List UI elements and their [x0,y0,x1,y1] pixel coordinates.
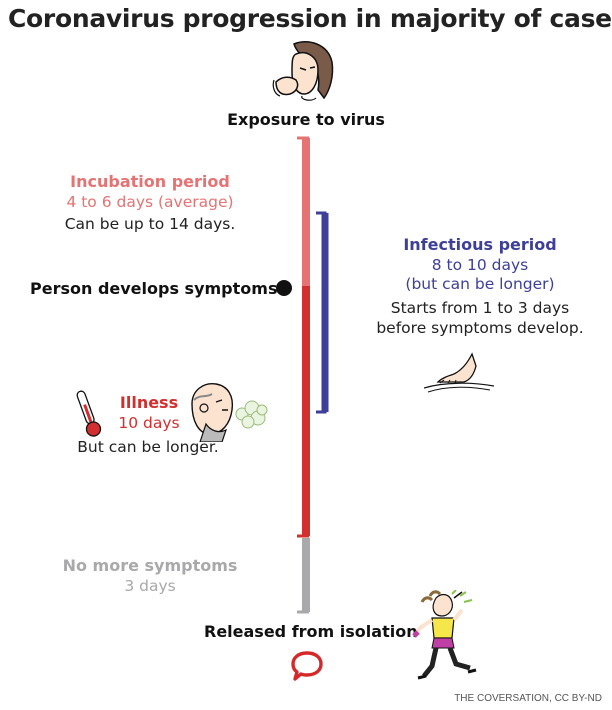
timeline [297,136,329,614]
infectious-qualifier: (but can be longer) [405,275,555,293]
infectious-note-1: Starts from 1 to 3 days [390,299,570,317]
sneezing-woman-icon [272,41,334,101]
illness-heading: Illness [119,393,179,412]
no-symptoms-duration: 3 days [124,577,176,595]
released-label: Released from isolation [204,622,418,641]
illness-duration: 10 days [118,414,180,432]
incubation-block: Incubation period 4 to 6 days (average) … [50,172,250,233]
infectious-note-2: before symptoms develop. [376,319,584,337]
symptoms-dot-icon [276,280,292,296]
coughing-man-icon [191,383,268,442]
illness-block: Illness 10 days [84,393,214,432]
incubation-note: Can be up to 14 days. [64,215,236,233]
illness-note: But can be longer. [77,438,219,456]
speech-bubble-logo-icon [291,651,323,681]
credit-line: THE COVERSATION, CC BY-ND [454,693,602,704]
no-symptoms-block: No more symptoms 3 days [40,556,260,595]
infectious-block: Infectious period 8 to 10 days (but can … [355,235,605,337]
exposure-label: Exposure to virus [227,110,385,129]
infectious-duration: 8 to 10 days [431,256,529,274]
symptoms-label: Person develops symptoms [30,279,278,298]
incubation-heading: Incubation period [70,172,230,191]
celebrating-woman-icon [412,590,477,680]
no-symptoms-heading: No more symptoms [62,556,238,575]
incubation-duration: 4 to 6 days (average) [66,193,234,211]
hand-on-surface-icon [424,352,494,393]
page-title: Coronavirus progression in majority of c… [8,4,612,33]
infectious-heading: Infectious period [403,235,557,254]
thermometer-icon [76,390,102,437]
